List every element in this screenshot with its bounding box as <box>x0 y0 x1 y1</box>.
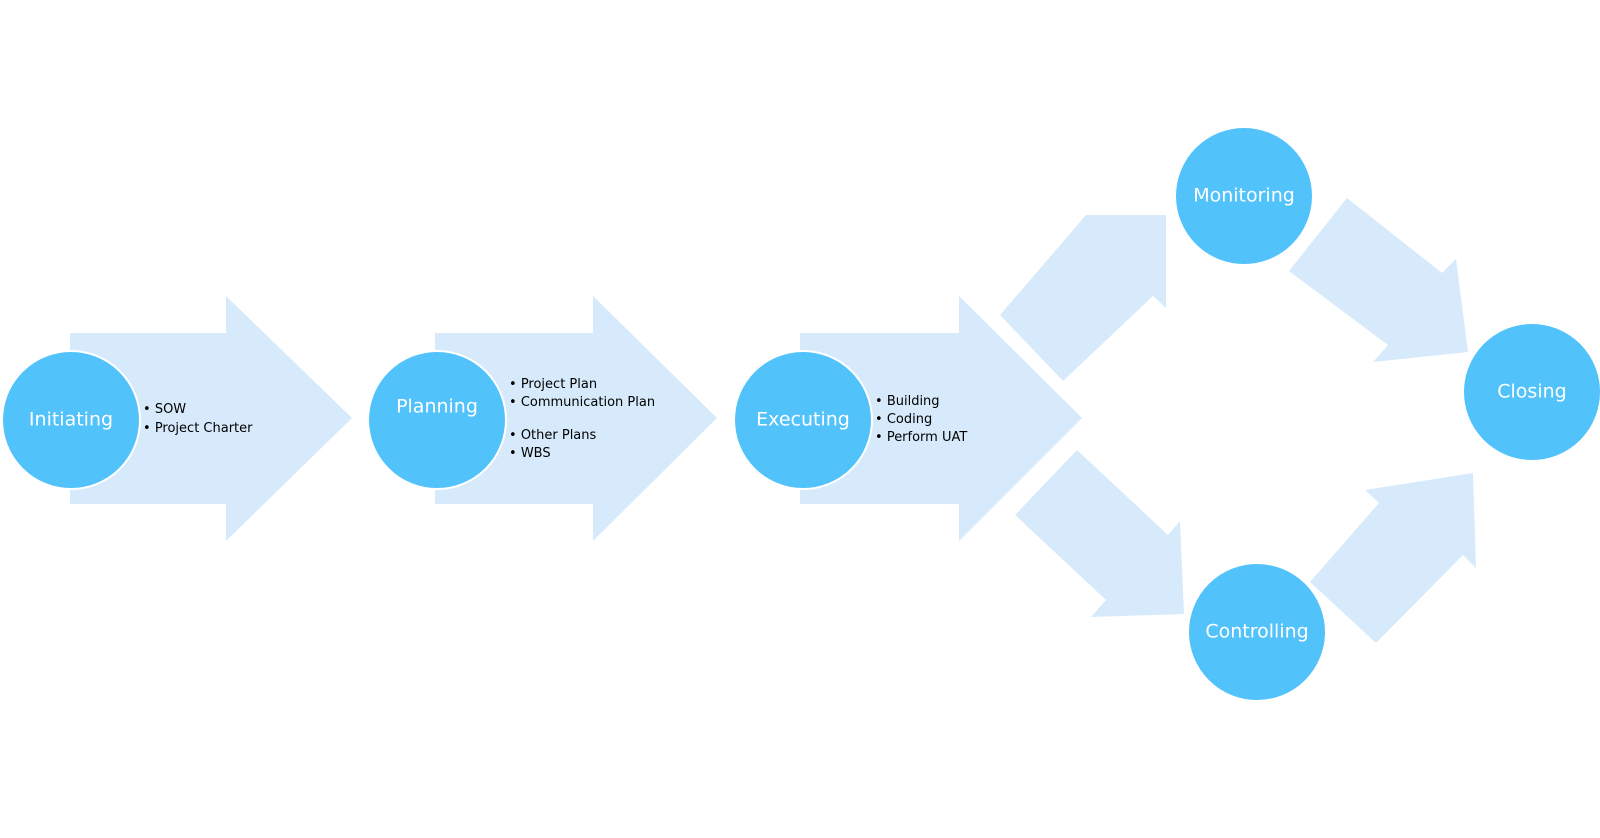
initiating-circle <box>1 350 141 490</box>
arrow-to-monitoring <box>1000 215 1166 381</box>
controlling-label: Controlling <box>1205 621 1308 643</box>
bullet-item: Project Plan <box>521 377 597 392</box>
arrow-monitoring-to-closing <box>1289 198 1468 362</box>
closing-circle <box>1462 322 1600 462</box>
svg-text:• Building: • Building <box>875 394 940 409</box>
svg-text:• Project Charter: • Project Charter <box>143 421 253 436</box>
initiating-bullets: • SOW • Project Charter <box>143 402 253 436</box>
bullet-item: Communication Plan <box>521 395 655 410</box>
svg-text:• Other Plans: • Other Plans <box>509 428 597 443</box>
planning-label: Planning <box>396 396 478 418</box>
bullet-item: Building <box>887 394 940 409</box>
svg-text:• WBS: • WBS <box>509 446 551 461</box>
arrow-initiating-to-planning <box>70 296 352 541</box>
bullet-item: Project Charter <box>155 421 253 436</box>
arrow-to-controlling <box>1015 450 1184 617</box>
svg-text:• Coding: • Coding <box>875 412 932 427</box>
executing-bullets: • Building • Coding • Perform UAT <box>875 394 967 445</box>
svg-text:• SOW: • SOW <box>143 402 186 417</box>
svg-text:• Project Plan: • Project Plan <box>509 377 597 392</box>
bullet-item: WBS <box>521 446 551 461</box>
arrow-planning-to-executing <box>435 296 717 541</box>
arrow-controlling-to-closing <box>1310 473 1476 643</box>
bullet-item: Coding <box>887 412 932 427</box>
bullet-item: Perform UAT <box>887 430 968 445</box>
arrow-executing-to-branches <box>800 296 1082 541</box>
bullet-item: Other Plans <box>521 428 597 443</box>
executing-circle <box>733 350 873 490</box>
planning-bullets: • Project Plan • Communication Plan • Ot… <box>509 377 655 461</box>
monitoring-circle <box>1174 126 1314 266</box>
planning-circle <box>367 350 507 490</box>
initiating-label: Initiating <box>29 409 113 431</box>
monitoring-label: Monitoring <box>1193 185 1295 207</box>
controlling-circle <box>1187 562 1327 702</box>
svg-text:• Communication Plan: • Communication Plan <box>509 395 655 410</box>
svg-text:• Perform UAT: • Perform UAT <box>875 430 967 445</box>
bullet-item: SOW <box>155 402 186 417</box>
executing-label: Executing <box>756 409 850 431</box>
closing-label: Closing <box>1497 381 1566 403</box>
